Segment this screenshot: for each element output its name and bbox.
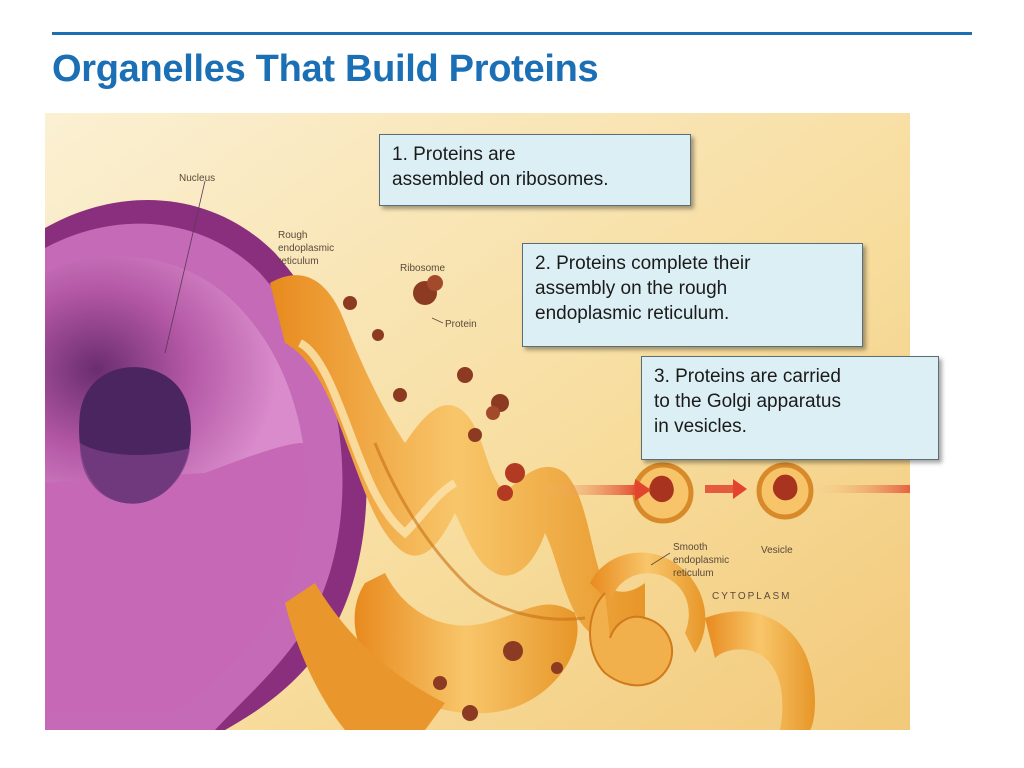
label-cytoplasm: CYTOPLASM [712, 591, 792, 602]
label-smooth-er-3: reticulum [673, 568, 714, 579]
callout-1-line-2: assembled on ribosomes. [392, 169, 609, 190]
smooth-er [590, 552, 706, 653]
transport-arrow [540, 485, 640, 495]
callout-3-line-2: to the Golgi apparatus [654, 391, 841, 412]
label-nucleus: Nucleus [179, 173, 215, 184]
label-vesicle: Vesicle [761, 545, 793, 556]
callout-2-line-3: endoplasmic reticulum. [535, 303, 730, 324]
callout-3-line-3: in vesicles. [654, 416, 747, 437]
callout-step-2: 2. Proteins complete their assembly on t… [522, 243, 863, 347]
transport-arrow-head [635, 479, 651, 501]
transport-arrow-head [733, 479, 747, 499]
callout-step-1: 1. Proteins are assembled on ribosomes. [379, 134, 691, 206]
label-ribosome: Ribosome [400, 263, 445, 274]
slide-title: Organelles That Build Proteins [52, 48, 599, 90]
label-smooth-er-2: endoplasmic [673, 555, 729, 566]
callout-2-line-1: 2. Proteins complete their [535, 253, 751, 274]
callout-2-line-2: assembly on the rough [535, 278, 728, 299]
ribosomes [343, 275, 563, 721]
callout-step-3: 3. Proteins are carried to the Golgi app… [641, 356, 939, 460]
label-smooth-er-1: Smooth [673, 542, 707, 553]
label-rough-er-1: Rough [278, 230, 307, 241]
protein-in-vesicle [649, 475, 674, 503]
callout-3-line-1: 3. Proteins are carried [654, 366, 841, 387]
label-protein: Protein [445, 319, 477, 330]
protein-in-vesicle [772, 474, 798, 501]
label-rough-er-2: endoplasmic [278, 243, 334, 254]
title-rule [52, 32, 972, 35]
rough-er [270, 275, 645, 644]
callout-1-line-1: 1. Proteins are [392, 144, 516, 165]
label-rough-er-3: reticulum [278, 256, 319, 267]
